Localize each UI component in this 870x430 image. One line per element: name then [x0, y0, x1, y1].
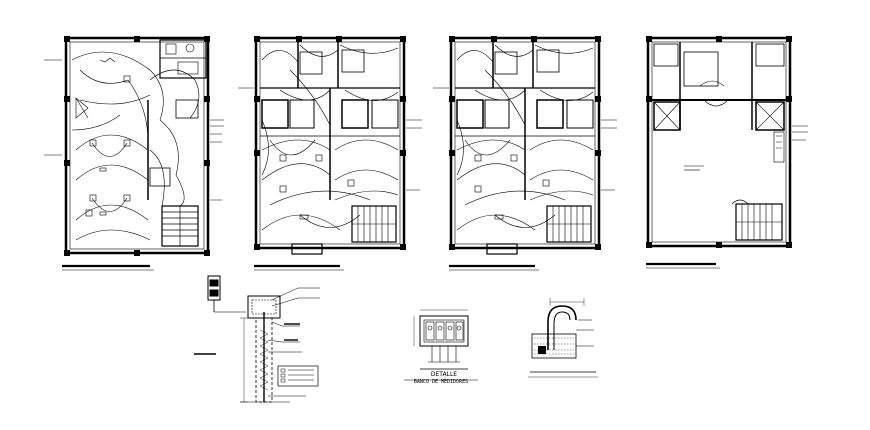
floor-plan-3 — [433, 36, 617, 271]
meter-bank-subtitle: BANCO DE MEDIDORES — [414, 379, 468, 385]
meter-bank-title: DETALLE — [431, 371, 457, 378]
conduit-elbow-detail — [528, 298, 598, 378]
floor-plan-1 — [44, 36, 224, 271]
grounding-rod-detail — [194, 275, 320, 403]
floor-plan-2 — [238, 36, 422, 271]
floor-plan-4 — [646, 36, 808, 269]
meter-bank-detail — [404, 309, 478, 381]
